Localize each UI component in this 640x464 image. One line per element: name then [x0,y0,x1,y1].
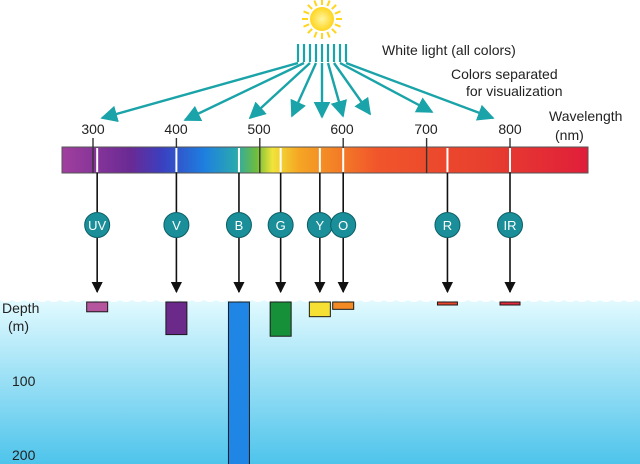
band-label: R [443,218,452,233]
depth-tick-label: 100 [12,373,36,389]
band-o: O [330,148,357,310]
water-body [0,296,640,464]
band-v: V [163,148,190,336]
depth-bar-g [269,301,292,337]
depth-bar-o [332,301,355,310]
band-circle [225,212,252,238]
depth-bar-b [227,301,250,464]
band-label: UV [88,218,106,233]
band-circle [497,212,523,238]
band-circle [330,212,357,238]
spectrum-bar [61,146,589,174]
wavelength-tick-label: 800 [498,121,522,137]
band-label: G [276,218,286,233]
wavelength-axis-label: Wavelength [549,108,623,124]
band-label: V [172,218,181,233]
depth-bar-uv [86,301,109,313]
band-circle [84,212,111,238]
wavelength-tick-label: 600 [330,121,354,137]
dispersion-arrows [100,61,495,123]
wavelength-tick-label: 300 [81,121,105,137]
band-circle [434,212,461,238]
band-uv: UV [84,148,111,313]
band-label: IR [504,218,517,233]
depth-unit-label: (m) [8,318,29,334]
sun-icon [302,0,342,39]
depth-bar-v [165,301,188,336]
wavelength-tick-label: 500 [247,121,271,137]
depth-bar-ir [499,301,521,306]
band-r: R [434,148,461,306]
depth-tick-label: 200 [12,447,36,463]
wavelength-unit-label: (nm) [555,127,584,143]
band-ir: IR [497,148,523,306]
depth-bar-r [436,301,458,306]
wavelength-tick-label: 400 [164,121,188,137]
band-g: G [267,148,294,337]
band-label: O [338,218,348,233]
band-label: B [235,218,244,233]
band-circle [267,212,294,238]
band-y: Y [306,148,333,318]
band-label: Y [316,218,325,233]
depth-axis-label: Depth [2,300,40,316]
white-light-label: White light (all colors) [382,42,516,58]
separated-label-line2: for visualization [466,83,563,99]
light-beam [296,44,348,62]
wavelength-tick-label: 700 [414,121,438,137]
separated-label-line1: Colors separated [451,66,558,82]
depth-bar-y [308,301,331,318]
band-circle [163,212,190,238]
band-b: B [225,148,252,464]
